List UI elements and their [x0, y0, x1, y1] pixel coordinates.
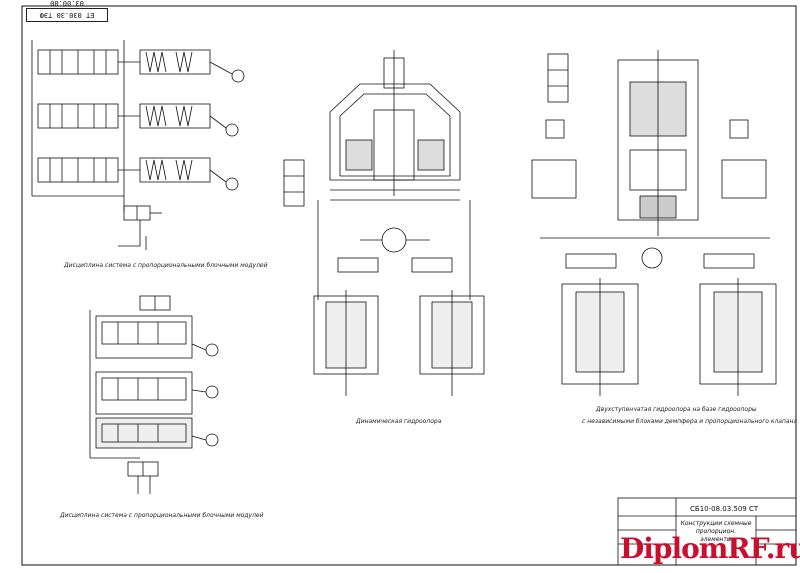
actuator-middle: [283, 50, 485, 396]
title-block-code: СБ10-08.03.509 СТ: [690, 505, 759, 513]
title-block: [617, 497, 797, 566]
caption-actuator-right-1: Двухступенчатая гидроопора на базе гидро…: [596, 406, 757, 413]
title-line-2: пропорцион.: [695, 528, 737, 535]
valve-row-3: [37, 157, 239, 191]
watermark[interactable]: DiplomRF.ru: [620, 532, 800, 565]
actuator-right: [531, 50, 777, 396]
sheet-frame: [21, 5, 797, 566]
caption-scheme-top: Дисциплина система с пропорциональными б…: [64, 262, 268, 269]
scheme-bottom-left: [89, 295, 219, 494]
valve-row-2: [37, 103, 239, 137]
title-line-3: элементы: [700, 536, 732, 543]
title-line-1: Конструкции схемные: [680, 520, 752, 527]
drawing-stamp: ЕТ 030.30 ТЭФ 03.00.00: [26, 0, 108, 22]
scheme-top-left: [31, 40, 245, 250]
caption-actuator-left: Динамическая гидроопора: [356, 418, 442, 425]
valve-row-1: [37, 49, 245, 83]
caption-actuator-right-2: с независимыми блоками демпфера и пропор…: [582, 418, 798, 425]
title-block-title: Конструкции схемные пропорцион. элементы: [676, 520, 756, 544]
caption-scheme-bottom: Дисциплина система с пропорциональными б…: [60, 512, 264, 519]
